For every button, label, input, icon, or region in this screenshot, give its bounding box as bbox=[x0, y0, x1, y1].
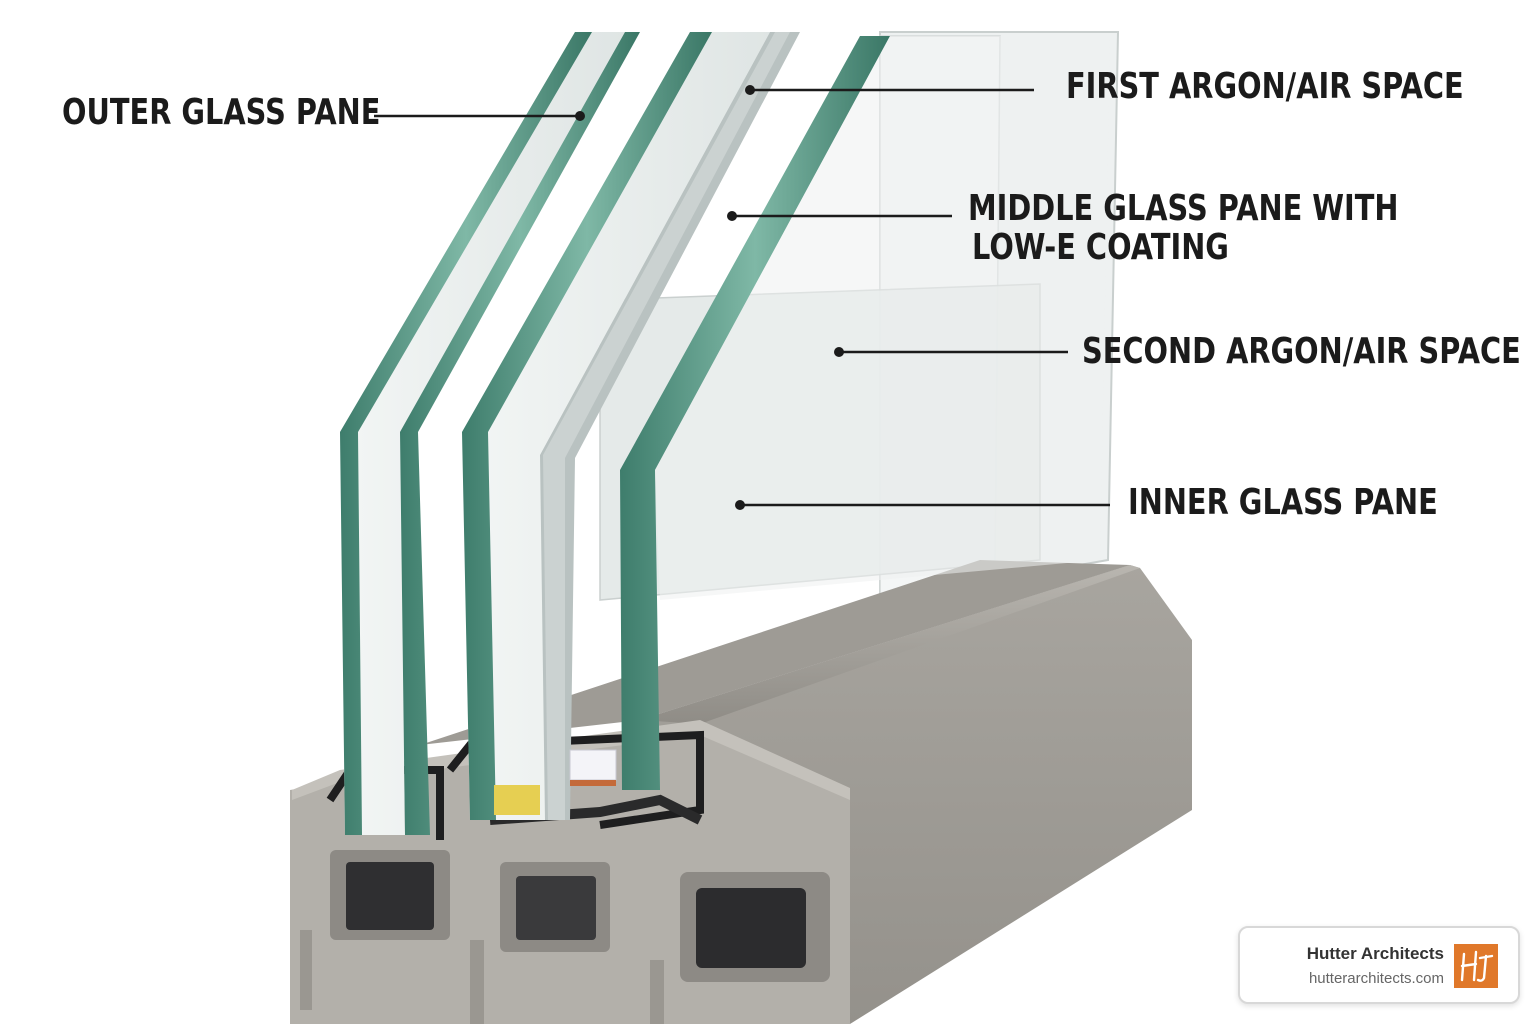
label-outer-glass-pane: OUTER GLASS PANE bbox=[62, 92, 381, 133]
dot-inner-glass-pane bbox=[735, 500, 745, 510]
dot-outer-glass-pane bbox=[575, 111, 585, 121]
credit-url: hutterarchitects.com bbox=[1308, 970, 1444, 987]
label-second-argon-air-space: SECOND ARGON/AIR SPACE bbox=[1082, 331, 1521, 372]
label-first-argon-air-space: FIRST ARGON/AIR SPACE bbox=[1066, 66, 1464, 107]
window-frame-profile bbox=[290, 560, 1192, 1024]
leader-lines bbox=[374, 85, 1110, 510]
hutter-architects-logo-icon bbox=[1454, 944, 1498, 988]
label-inner-glass-pane: INNER GLASS PANE bbox=[1128, 482, 1438, 523]
glass-panes bbox=[340, 32, 1110, 835]
credit-badge: Hutter Architects hutterarchitects.com bbox=[1238, 926, 1520, 1004]
dot-second-space bbox=[834, 347, 844, 357]
dot-middle-pane bbox=[727, 211, 737, 221]
label-middle-glass-pane-line2: LOW-E COATING bbox=[972, 227, 1229, 268]
label-middle-glass-pane-line1: MIDDLE GLASS PANE WITH bbox=[968, 188, 1399, 229]
credit-name: Hutter Architects bbox=[1306, 944, 1444, 963]
dot-first-space bbox=[745, 85, 755, 95]
